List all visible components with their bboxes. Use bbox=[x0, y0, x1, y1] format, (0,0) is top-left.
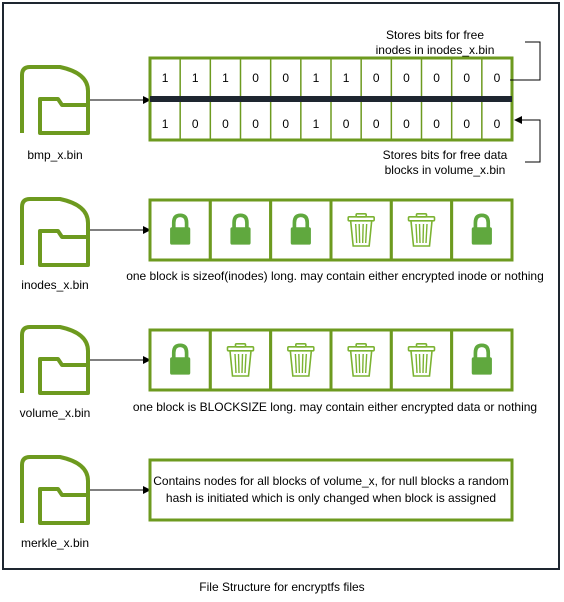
inode-bit: 1 bbox=[161, 71, 169, 85]
data-bit: 1 bbox=[161, 117, 169, 131]
volume-description: one block is BLOCKSIZE long. may contain… bbox=[132, 400, 538, 414]
inode-bit: 1 bbox=[342, 71, 350, 85]
block-cell bbox=[208, 328, 273, 392]
data-bit: 0 bbox=[493, 117, 501, 131]
merkle-description-line2: hash is initiated which is only changed … bbox=[165, 491, 497, 505]
inode-bit: 0 bbox=[433, 71, 440, 85]
inode-bit: 0 bbox=[493, 71, 501, 85]
data-bit: 0 bbox=[191, 117, 199, 131]
data-bit: 0 bbox=[282, 117, 290, 131]
inodes-file-label: inodes_x.bin bbox=[21, 278, 89, 292]
block-cell bbox=[389, 328, 454, 392]
inode-bits-connector bbox=[510, 41, 541, 81]
data-bit: 0 bbox=[463, 117, 471, 131]
merkle-description: Contains nodes for all blocks of volume_… bbox=[150, 473, 512, 507]
diagram-frame bbox=[2, 2, 560, 570]
data-bit: 0 bbox=[222, 117, 229, 131]
data-bits-note-line1: Stores bits for free data bbox=[382, 148, 508, 162]
merkle-description-line1: Contains nodes for all blocks of volume_… bbox=[153, 474, 509, 488]
inodes-description: one block is sizeof(inodes) long. may co… bbox=[126, 269, 544, 283]
data-bit: 1 bbox=[312, 117, 320, 131]
data-bits-note: Stores bits for free data blocks in volu… bbox=[360, 148, 530, 178]
block-cell bbox=[329, 198, 393, 262]
data-bit: 0 bbox=[372, 117, 380, 131]
volume-block-row bbox=[148, 328, 514, 392]
inode-bits-note-line1: Stores bits for free bbox=[385, 28, 485, 42]
inode-bit: 1 bbox=[312, 71, 320, 85]
data-bit: 0 bbox=[342, 117, 350, 131]
data-bit: 0 bbox=[403, 117, 410, 131]
data-bit: 0 bbox=[252, 117, 259, 131]
merkle-box bbox=[148, 458, 514, 522]
inode-bit: 0 bbox=[282, 71, 290, 85]
data-bits-note-line2: blocks in volume_x.bin bbox=[384, 163, 506, 177]
data-bits-connector bbox=[514, 116, 541, 163]
merkle-file-icon bbox=[22, 457, 88, 523]
merkle-file-label: merkle_x.bin bbox=[20, 536, 90, 550]
bmp-file-icon bbox=[22, 67, 88, 133]
inodes-file-icon bbox=[22, 199, 88, 265]
inode-bit: 0 bbox=[252, 71, 259, 85]
block-cell bbox=[389, 198, 454, 262]
block-cell bbox=[269, 328, 333, 392]
inode-bit: 1 bbox=[222, 71, 229, 85]
volume-file-icon bbox=[22, 327, 88, 393]
data-bit: 0 bbox=[433, 117, 440, 131]
inode-bits-note-line2: inodes in inodes_x.bin bbox=[375, 43, 495, 57]
inode-bit: 1 bbox=[191, 71, 199, 85]
bitmap-grid bbox=[148, 56, 514, 142]
inode-bits-note: Stores bits for free inodes in inodes_x.… bbox=[360, 28, 510, 58]
bmp-file-label: bmp_x.bin bbox=[27, 148, 83, 162]
inode-bit: 0 bbox=[403, 71, 410, 85]
inodes-block-row bbox=[148, 198, 514, 262]
inode-bit: 0 bbox=[372, 71, 380, 85]
diagram-caption: File Structure for encryptfs files bbox=[199, 580, 365, 594]
block-cell bbox=[329, 328, 393, 392]
inode-bit: 0 bbox=[463, 71, 471, 85]
volume-file-label: volume_x.bin bbox=[19, 406, 91, 420]
